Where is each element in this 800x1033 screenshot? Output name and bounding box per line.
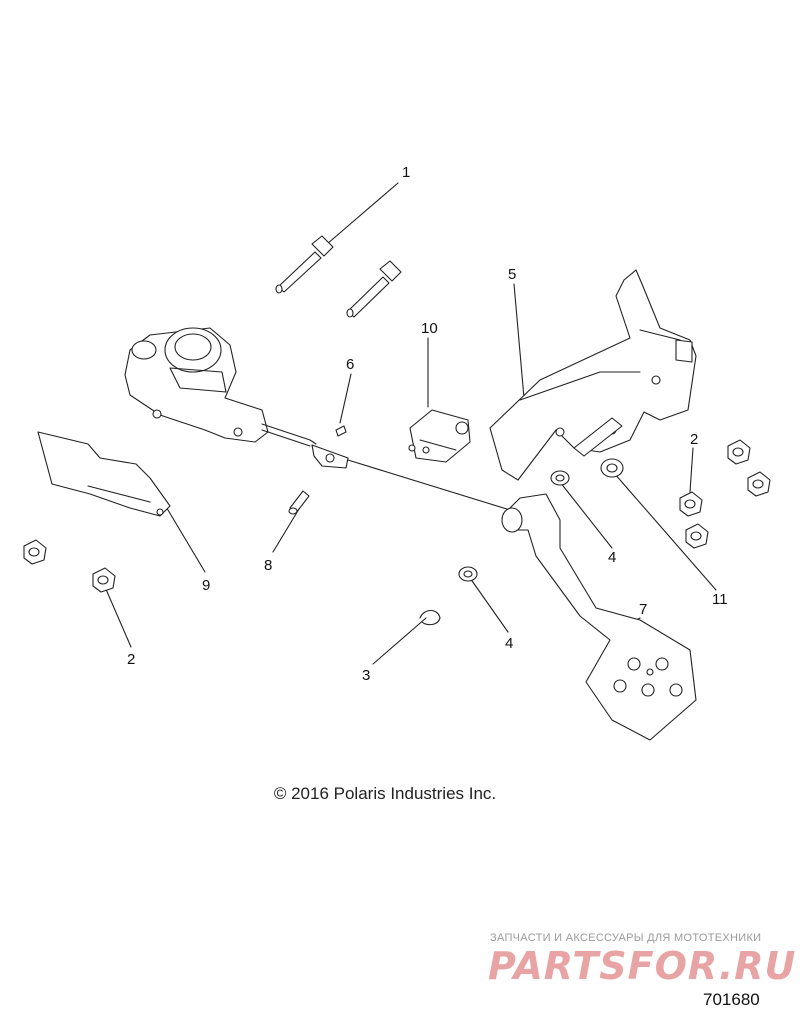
callout-2-left: 2 [127, 651, 135, 668]
copyright-notice: © 2016 Polaris Industries Inc. [273, 784, 497, 803]
watermark-tagline: ЗАПЧАСТИ И АКСЕССУАРЫ ДЛЯ МОТОТЕХНИКИ [490, 932, 762, 944]
callout-4-lower: 4 [505, 635, 513, 652]
callout-3: 3 [362, 667, 370, 684]
nut-right-d [685, 523, 709, 549]
nut-left-b [92, 567, 116, 593]
callout-2-right: 2 [690, 431, 698, 448]
heat-shield [37, 431, 171, 517]
master-cylinder [124, 327, 317, 447]
callout-8: 8 [264, 557, 272, 574]
pushrod-clevis [311, 425, 349, 469]
washer-upper [550, 470, 570, 486]
diagram-number: 701680 [703, 990, 760, 1009]
watermark-logo: PARTSFOR.RU [488, 944, 797, 988]
brake-light-switch [408, 409, 471, 463]
bolt-upper [275, 235, 334, 294]
nut-left-a [23, 539, 47, 565]
callout-7: 7 [639, 601, 647, 618]
callout-5: 5 [508, 266, 516, 283]
callout-1: 1 [402, 164, 410, 181]
nut-right-c [679, 491, 703, 517]
brake-pedal [501, 493, 697, 741]
callout-10: 10 [421, 320, 438, 337]
nut-right-b [747, 471, 771, 497]
nut-right-a [727, 439, 751, 465]
callout-11: 11 [712, 591, 728, 608]
bushing [600, 458, 624, 478]
bolt-lower [346, 260, 402, 318]
callout-9: 9 [202, 577, 210, 594]
clevis-pin [288, 490, 310, 515]
washer-lower [458, 566, 478, 582]
retaining-clip [419, 609, 441, 626]
callout-6: 6 [346, 356, 354, 373]
pedal-bracket [489, 269, 697, 481]
callout-4-upper: 4 [608, 549, 616, 566]
